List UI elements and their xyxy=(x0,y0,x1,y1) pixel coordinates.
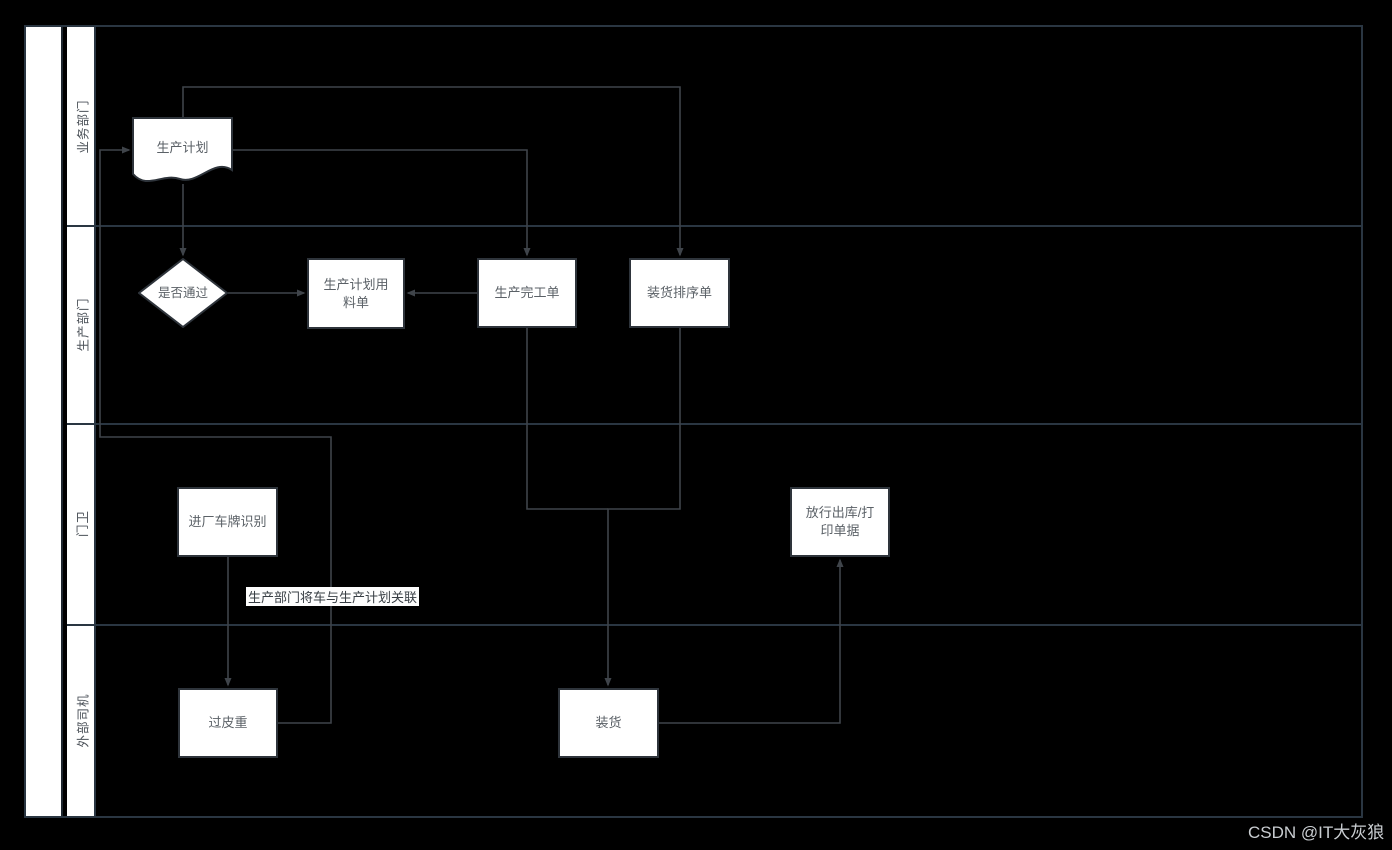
node-loading-sequence: 装货排序单 xyxy=(629,258,730,328)
node-tare-weighing: 过皮重 xyxy=(178,688,278,758)
node-label: 生产完工单 xyxy=(494,285,560,301)
node-label: 生产计划用料单 xyxy=(323,276,389,310)
node-approval-decision: 是否通过 xyxy=(138,258,228,328)
lane-label-text: 生产部门 xyxy=(76,296,91,352)
node-label: 装货排序单 xyxy=(646,285,712,301)
lane-divider-2 xyxy=(67,423,1363,425)
node-loading: 装货 xyxy=(558,688,659,758)
pool-border xyxy=(24,25,1363,818)
lane-label-text: 业务部门 xyxy=(76,98,91,154)
node-material-list: 生产计划用料单 xyxy=(307,258,405,329)
document-shape xyxy=(132,117,233,190)
node-production-plan: 生产计划 xyxy=(132,117,233,190)
node-label: 过皮重 xyxy=(208,715,248,731)
watermark-text: CSDN @IT大灰狼 xyxy=(1248,823,1385,842)
node-completion-order: 生产完工单 xyxy=(477,258,577,328)
pool-title-column xyxy=(26,27,63,816)
node-plate-recognition: 进厂车牌识别 xyxy=(177,487,278,557)
decision-diamond-shape xyxy=(138,258,228,328)
node-label: 进厂车牌识别 xyxy=(188,514,267,530)
lane-label-column xyxy=(67,27,96,816)
node-label: 生产计划 xyxy=(156,139,209,155)
node-label: 是否通过 xyxy=(157,285,208,300)
node-label: 装货 xyxy=(595,715,622,731)
lane-divider-3 xyxy=(67,624,1363,626)
edge-label-vehicle-plan-link: 生产部门将车与生产计划关联 xyxy=(246,587,420,606)
lane-label-text: 外部司机 xyxy=(76,692,91,748)
node-label: 放行出库/打印单据 xyxy=(805,505,875,538)
lane-label-business-dept: 业务部门 xyxy=(67,27,96,225)
lane-label-gatekeeper: 门卫 xyxy=(67,423,96,624)
lane-divider-1 xyxy=(67,225,1363,227)
lane-label-external-driver: 外部司机 xyxy=(67,624,96,816)
node-release-print: 放行出库/打印单据 xyxy=(790,487,890,557)
lane-label-text: 门卫 xyxy=(75,509,90,538)
lane-label-production-dept: 生产部门 xyxy=(67,225,96,423)
